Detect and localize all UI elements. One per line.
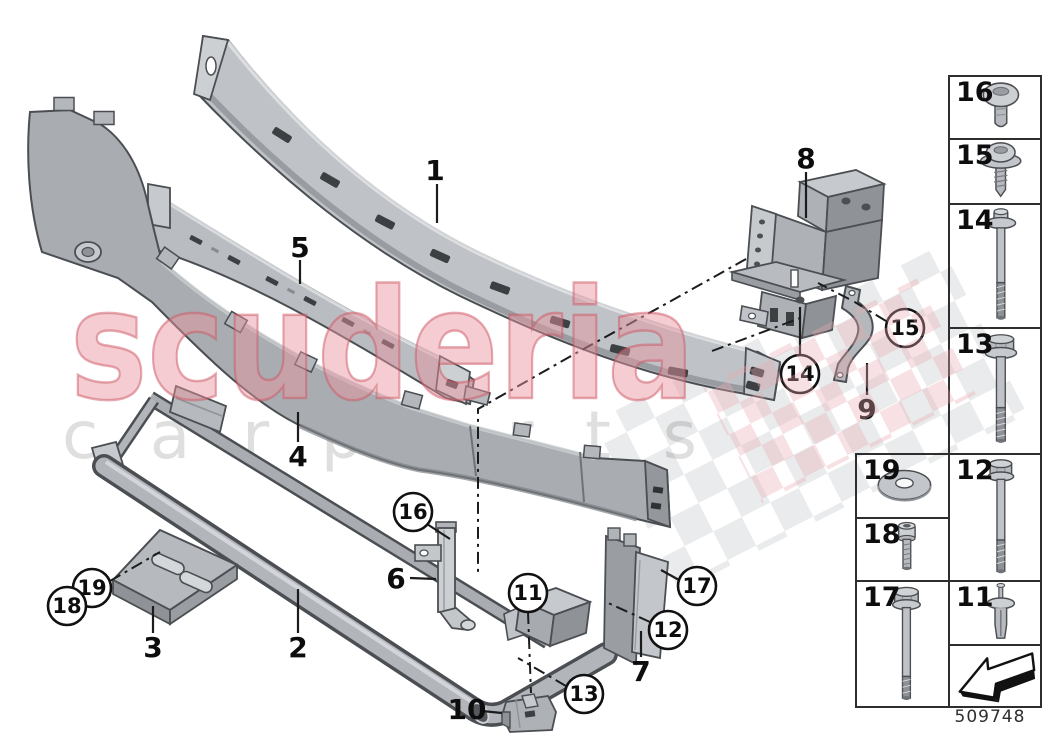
socket-head-screw-icon — [897, 521, 916, 571]
callout-11-circle: 11 — [507, 572, 549, 614]
long-washer-bolt-icon — [985, 208, 1017, 320]
fastener-cell-14: 14 — [948, 203, 1042, 329]
hex-flange-bolt-icon — [984, 334, 1018, 443]
callout-5: 5 — [290, 231, 309, 264]
svg-text:17: 17 — [682, 574, 711, 598]
hex-bolt-extra-long-icon — [891, 586, 921, 701]
expansion-rivet-icon — [986, 582, 1016, 639]
callout-8: 8 — [796, 142, 815, 175]
part-10-lower-bracket — [501, 693, 557, 733]
direction-of-travel-arrow-icon — [958, 652, 1036, 703]
part-number: 509748 — [954, 707, 1026, 727]
callout-9: 9 — [857, 393, 876, 426]
callout-4: 4 — [288, 440, 307, 473]
fastener-cell-11: 11 — [948, 580, 1042, 646]
direction-arrow-cell — [948, 644, 1042, 708]
svg-text:13: 13 — [569, 682, 598, 706]
fastener-cell-16: 16 — [948, 75, 1042, 140]
callout-3: 3 — [143, 631, 162, 664]
callout-18-circle: 18 — [46, 585, 88, 627]
fastener-cell-15: 15 — [948, 138, 1042, 205]
cell-label: 13 — [956, 329, 994, 360]
svg-text:16: 16 — [398, 500, 427, 524]
part-6-support-bracket — [414, 521, 476, 631]
callout-10: 10 — [448, 693, 487, 726]
callout-7: 7 — [631, 655, 650, 688]
fastener-cell-19: 19 — [855, 453, 950, 519]
cell-label: 14 — [956, 205, 994, 236]
part-3-skid-plate — [111, 528, 240, 626]
callout-6: 6 — [386, 562, 405, 595]
svg-text:12: 12 — [653, 618, 682, 642]
callout-13-circle: 13 — [563, 673, 605, 715]
callout-14-circle: 14 — [779, 353, 821, 395]
cell-label: 15 — [956, 140, 994, 171]
cell-label: 16 — [956, 77, 994, 108]
callout-16-circle: 16 — [392, 491, 434, 533]
callout-2: 2 — [288, 631, 307, 664]
plain-callouts: 1 5 4 8 9 3 2 6 7 10 — [143, 142, 876, 726]
svg-text:15: 15 — [890, 316, 919, 340]
svg-text:11: 11 — [513, 581, 542, 605]
callout-12-circle: 12 — [647, 609, 689, 651]
cell-label: 18 — [863, 519, 901, 550]
fastener-cell-13: 13 — [948, 327, 1042, 455]
cell-label: 12 — [956, 455, 994, 486]
cell-label: 11 — [956, 582, 994, 613]
cell-label: 19 — [863, 455, 901, 486]
part-5-carrier-rail — [147, 182, 491, 406]
fastener-cell-18: 18 — [855, 517, 950, 582]
fastener-cell-17: 17 — [855, 580, 950, 708]
svg-text:18: 18 — [52, 594, 81, 618]
cell-label: 17 — [863, 582, 901, 613]
part-4-foam-absorber — [27, 96, 672, 529]
callout-17-circle: 17 — [676, 565, 718, 607]
flanged-torx-screw-icon — [979, 142, 1022, 198]
svg-text:14: 14 — [785, 362, 814, 386]
button-head-screw-icon — [982, 82, 1020, 128]
callout-15-circle: 15 — [884, 307, 926, 349]
callout-1: 1 — [425, 154, 444, 187]
fastener-cell-12: 12 — [948, 453, 1042, 582]
hex-bolt-long-icon — [987, 459, 1015, 574]
